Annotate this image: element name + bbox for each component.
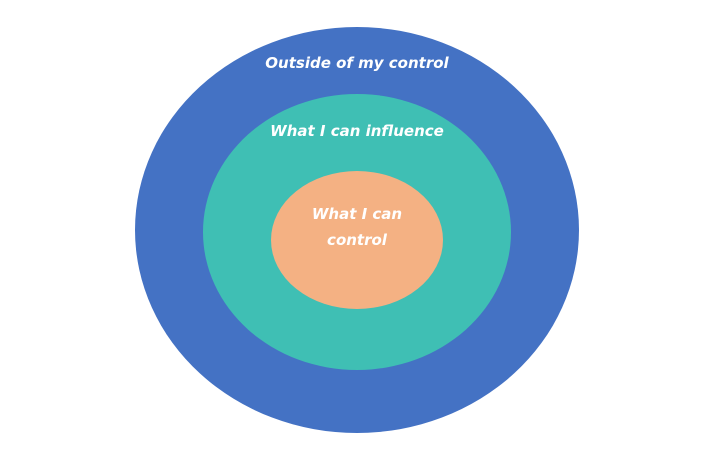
inner-circle-control [271,171,443,309]
outer-circle-label: Outside of my control [265,54,449,72]
inner-circle-label-line1: What I can [312,205,402,223]
middle-circle-label: What I can influence [270,122,444,140]
inner-circle-label-line2: control [327,231,388,249]
